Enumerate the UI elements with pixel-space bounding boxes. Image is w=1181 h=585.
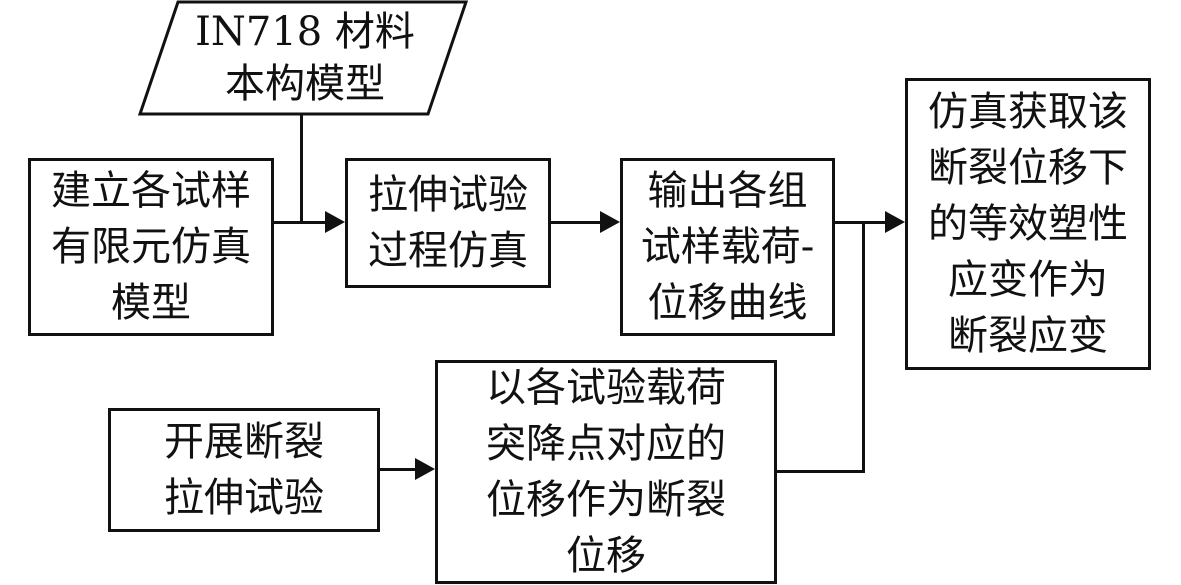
connector-test-to-disp	[380, 468, 416, 471]
material-model-line2: 本构模型	[225, 61, 385, 107]
fracture-test-box: 开展断裂 拉伸试验	[108, 408, 380, 532]
build-model-line1: 建立各试样	[51, 168, 251, 214]
output-curve-box: 输出各组 试样载荷- 位移曲线	[620, 158, 835, 336]
arrow-to-output-icon	[600, 211, 620, 233]
connector-disp-horizontal	[777, 470, 865, 473]
result-line1: 仿真获取该	[928, 89, 1128, 135]
result-line3: 的等效塑性	[928, 201, 1128, 247]
output-curve-line1: 输出各组	[647, 168, 808, 214]
build-model-box: 建立各试样 有限元仿真 模型	[28, 158, 274, 336]
fracture-disp-box: 以各试验载荷 突降点对应的 位移作为断裂 位移	[435, 360, 777, 584]
tensile-sim-line2: 过程仿真	[368, 228, 528, 274]
arrow-to-result-icon	[885, 211, 905, 233]
result-box: 仿真获取该 断裂位移下 的等效塑性 应变作为 断裂应变	[905, 78, 1151, 370]
result-line4: 应变作为	[948, 257, 1108, 303]
fracture-disp-line2: 突降点对应的	[486, 421, 726, 467]
connector-sim-to-output	[551, 221, 601, 224]
fracture-test-line2: 拉伸试验	[164, 475, 324, 521]
build-model-line3: 模型	[111, 280, 191, 326]
fracture-disp-line3: 位移作为断裂	[486, 477, 726, 523]
fracture-disp-line4: 位移	[566, 533, 646, 579]
output-curve-line3: 位移曲线	[647, 280, 808, 326]
fracture-test-line1: 开展断裂	[164, 419, 324, 465]
result-line5: 断裂应变	[948, 313, 1108, 359]
connector-disp-vertical	[862, 222, 865, 472]
material-model-parallelogram	[138, 0, 468, 116]
build-model-line2: 有限元仿真	[51, 224, 251, 270]
output-curve-line2: 试样载荷-	[640, 224, 815, 270]
material-model-line1: IN718 材料	[195, 9, 415, 55]
fracture-disp-line1: 以各试验载荷	[486, 365, 726, 411]
result-line2: 断裂位移下	[928, 145, 1128, 191]
arrow-to-sim-icon	[325, 211, 345, 233]
connector-output-to-result	[835, 221, 886, 224]
connector-material-down	[300, 114, 303, 223]
connector-build-to-sim	[274, 221, 326, 224]
material-model-label: IN718 材料 本构模型	[160, 4, 450, 112]
tensile-sim-box: 拉伸试验 过程仿真	[345, 158, 551, 288]
tensile-sim-line1: 拉伸试验	[368, 172, 528, 218]
arrow-to-disp-icon	[415, 458, 435, 480]
